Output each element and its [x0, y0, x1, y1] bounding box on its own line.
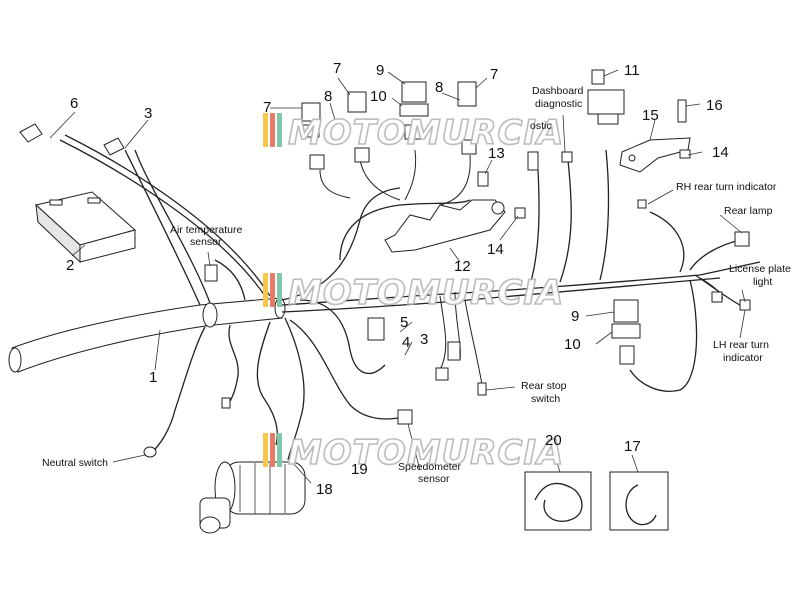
label-dashboard-2: diagnostic [535, 98, 582, 110]
part-number-9: 9 [571, 308, 579, 325]
watermark-stripe [277, 113, 282, 147]
watermark-stripe [270, 113, 275, 147]
label-rear-lamp: Rear lamp [724, 205, 773, 217]
label-rear-stop: Rear stop [521, 380, 567, 392]
part-number-11: 11 [624, 62, 640, 79]
part-number-14: 14 [487, 241, 504, 258]
part-number-20: 20 [545, 432, 562, 449]
cable-clamp-box-17 [609, 471, 669, 531]
watermark-stripe [263, 273, 268, 307]
part-number-8: 8 [435, 79, 443, 96]
part-number-10: 10 [564, 336, 581, 353]
part-number-18: 18 [316, 481, 333, 498]
label-neutral-switch: Neutral switch [42, 457, 108, 469]
part-number-17: 17 [624, 438, 641, 455]
starter-motor [199, 461, 306, 534]
middle-sensors [143, 264, 487, 458]
part-number-1: 1 [149, 369, 157, 386]
part-number-8: 8 [324, 88, 332, 105]
diagnostic-connectors [527, 69, 625, 171]
mounting-bracket [477, 99, 691, 219]
part-number-7: 7 [490, 66, 498, 83]
part-number-15: 15 [642, 107, 659, 124]
part-number-14: 14 [712, 144, 729, 161]
label-license-plate-2: light [753, 276, 772, 288]
part-number-9: 9 [376, 62, 384, 79]
label-air-temperature: Air temperature [170, 224, 243, 236]
part-number-3: 3 [144, 105, 152, 122]
harness-trunk-wires [59, 134, 761, 461]
battery [34, 191, 137, 264]
watermark-stripe [263, 433, 268, 467]
label-air-temperature-2: sensor [190, 236, 222, 248]
relay-bracket [384, 199, 506, 253]
label-dashboard: Dashboard [532, 85, 584, 97]
label-speedometer: Speedometer [398, 461, 462, 473]
component-labels: Air temperature sensor Neutral switch Sp… [42, 85, 791, 485]
part-number-16: 16 [706, 97, 723, 114]
cable-tie-box-20 [524, 471, 592, 531]
main-harness-sheath [8, 297, 286, 373]
watermark-stripe [270, 273, 275, 307]
label-license-plate: License plate [729, 263, 791, 275]
part-number-3: 3 [420, 331, 428, 348]
part-number-7: 7 [263, 99, 271, 116]
part-number-4: 4 [402, 334, 410, 351]
watermark-text: MOTOMURCIA [288, 433, 564, 473]
watermark-stripe [270, 433, 275, 467]
leader-lines [49, 69, 746, 484]
part-number-10: 10 [370, 88, 387, 105]
battery-terminal-cables [19, 123, 125, 156]
watermark-stripe [277, 273, 282, 307]
watermark-stripe [277, 433, 282, 467]
watermark-text: MOTOMURCIA [288, 113, 564, 153]
part-number-19: 19 [351, 461, 368, 478]
part-number-6: 6 [70, 95, 78, 112]
rear-lights-connectors [637, 199, 751, 311]
label-speedometer-2: sensor [418, 473, 450, 485]
watermark-bottom: MOTOMURCIA [263, 432, 564, 474]
watermark-middle: MOTOMURCIA [263, 272, 564, 314]
watermark-top: MOTOMURCIA [263, 112, 564, 154]
part-numbers: 6 3 2 1 18 19 7 7 7 8 8 9 10 11 16 15 14… [66, 60, 729, 498]
label-rear-stop-2: switch [531, 393, 560, 405]
label-rh-rear-turn: RH rear turn indicator [676, 181, 777, 193]
watermark-stripe [263, 113, 268, 147]
label-lh-rear-turn-2: indicator [723, 352, 763, 364]
part-number-7: 7 [333, 60, 341, 77]
part-number-13: 13 [488, 145, 505, 162]
part-number-2: 2 [66, 257, 74, 274]
top-connectors [301, 81, 477, 170]
part-number-5: 5 [400, 314, 408, 331]
watermark-text: MOTOMURCIA [288, 273, 564, 313]
label-lh-rear-turn: LH rear turn [713, 339, 769, 351]
label-diagnostic-partial: ostic [530, 120, 552, 132]
rear-relays [611, 299, 641, 365]
part-number-12: 12 [454, 258, 471, 275]
